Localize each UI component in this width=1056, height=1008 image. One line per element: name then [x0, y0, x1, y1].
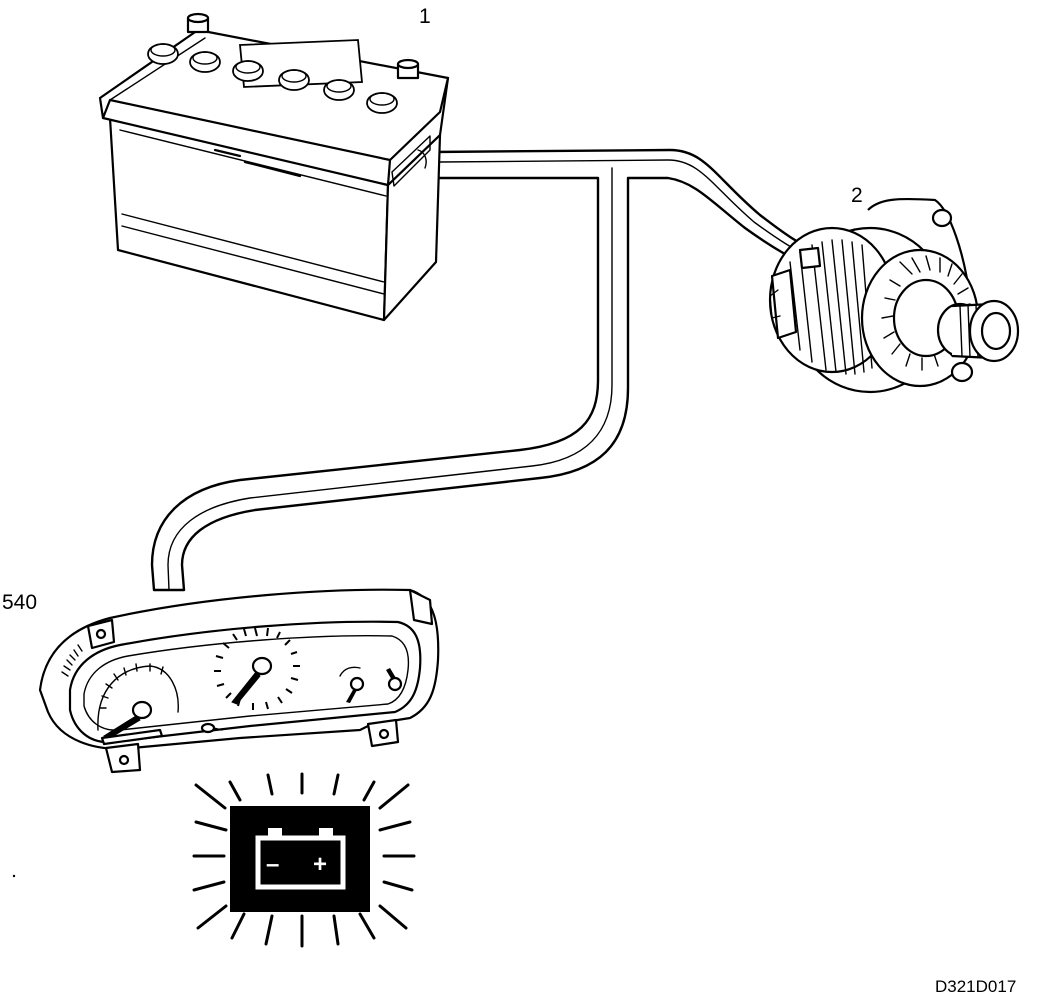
alternator-callout-label: 2	[851, 184, 863, 207]
plus-sign: +	[313, 851, 327, 878]
warning-lamp-square	[230, 806, 370, 912]
battery-callout-label: 1	[419, 5, 431, 28]
battery	[98, 12, 450, 322]
alternator	[768, 197, 1020, 394]
speck	[12, 874, 16, 878]
figure-reference-code: D321D017	[935, 977, 1017, 996]
minus-sign: –	[266, 851, 279, 878]
instrument-cluster-callout-label: 540	[2, 591, 38, 614]
battery-symbol-icon: – +	[255, 828, 346, 890]
instrument-cluster	[38, 588, 440, 774]
charge-warning-lamp: – +	[192, 772, 416, 948]
glow-rays	[192, 772, 416, 948]
